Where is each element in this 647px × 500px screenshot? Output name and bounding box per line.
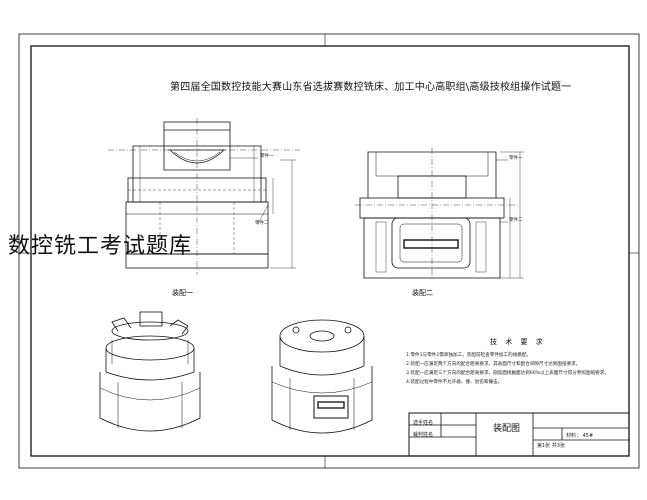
- frame-zone-marks: [19, 34, 639, 468]
- title-block: [408, 412, 630, 457]
- assembly2-part-label-1: 零件一: [509, 156, 523, 161]
- assembly-two-view: [355, 148, 524, 280]
- isometric-view-one: [99, 311, 201, 432]
- assembly2-part-label-2: 零件二: [509, 218, 523, 223]
- assembly-one-caption: 装配一: [172, 289, 193, 297]
- technical-note: 4.装配过程中零件不允许碰、撞、划伤和锤击。: [406, 380, 503, 385]
- title-block-sheet: 第1张 共3张: [537, 443, 565, 449]
- assembly-one-view: [108, 118, 300, 275]
- isometric-view-two: [271, 319, 373, 434]
- watermark-text: 数控铣工考试题库: [8, 234, 193, 259]
- assembly1-part-label-2: 零件二: [255, 221, 269, 226]
- drawing-title: 第四届全国数控技能大赛山东省选拔赛数控铣床、加工中心高职组\高级技校组操作试题一: [170, 82, 572, 93]
- assembly-two-caption: 装配二: [412, 289, 433, 297]
- title-block-drawing-name: 装配图: [493, 424, 521, 434]
- technical-note: 3.装配一应满足三个方向的配合距离要求，圆弧面接触面达到60%以上表面尺寸得分参…: [406, 371, 609, 376]
- assembly1-part-label-1: 零件一: [260, 154, 274, 159]
- title-block-judge-label: 裁判姓名: [413, 432, 434, 438]
- technical-note: 2.装配一应满足两个方向的配合距离要求，其表面尺寸和配合间隙尺寸达到图纸要求。: [406, 362, 581, 367]
- inner-frame: [30, 45, 630, 457]
- technical-requirements-title: 技 术 要 求: [490, 338, 546, 346]
- title-block-material: 材料： 45#: [566, 433, 594, 439]
- title-block-contestant-label: 选手姓名: [413, 420, 434, 426]
- technical-note: 1.零件1与零件2需单独加工，装配前检查零件加工的规模配。: [406, 353, 532, 358]
- outer-frame: [18, 33, 640, 469]
